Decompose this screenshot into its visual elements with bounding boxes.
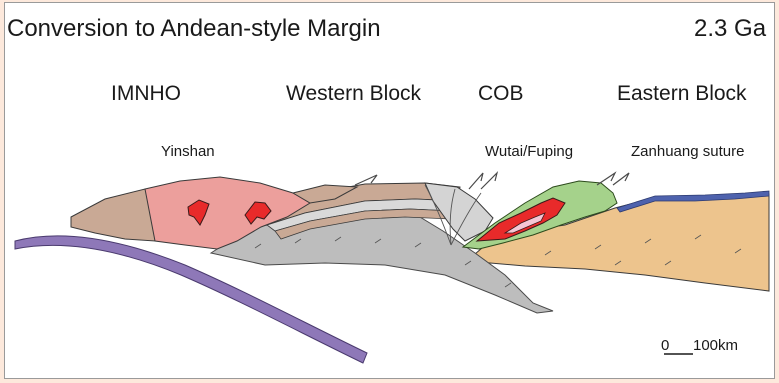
thrust-fault-arrow	[481, 173, 497, 189]
region-label-cob: COB	[478, 82, 524, 105]
region-label-western-block: Western Block	[286, 82, 421, 105]
diagram-title: Conversion to Andean-style Margin	[7, 15, 381, 42]
locality-label-zanhuang-suture: Zanhuang suture	[631, 143, 744, 160]
diagram-frame: Conversion to Andean-style Margin 2.3 Ga…	[4, 2, 775, 379]
locality-label-yinshan: Yinshan	[161, 143, 215, 160]
locality-label-wutai-fuping: Wutai/Fuping	[485, 143, 573, 160]
thrust-fault-arrow	[597, 173, 615, 185]
scale-bar-zero: 0	[661, 337, 669, 354]
scale-bar: 0 100km	[661, 337, 738, 354]
age-label: 2.3 Ga	[694, 15, 767, 42]
thrust-fault-arrow	[613, 173, 629, 185]
thrust-fault-arrow	[469, 173, 483, 189]
imnho-margin-left	[71, 189, 155, 241]
cross-section-diagram: Conversion to Andean-style Margin 2.3 Ga…	[5, 3, 775, 379]
scale-bar-distance: 100km	[693, 337, 738, 354]
region-label-imnho: IMNHO	[111, 82, 181, 105]
region-label-eastern-block: Eastern Block	[617, 82, 747, 105]
